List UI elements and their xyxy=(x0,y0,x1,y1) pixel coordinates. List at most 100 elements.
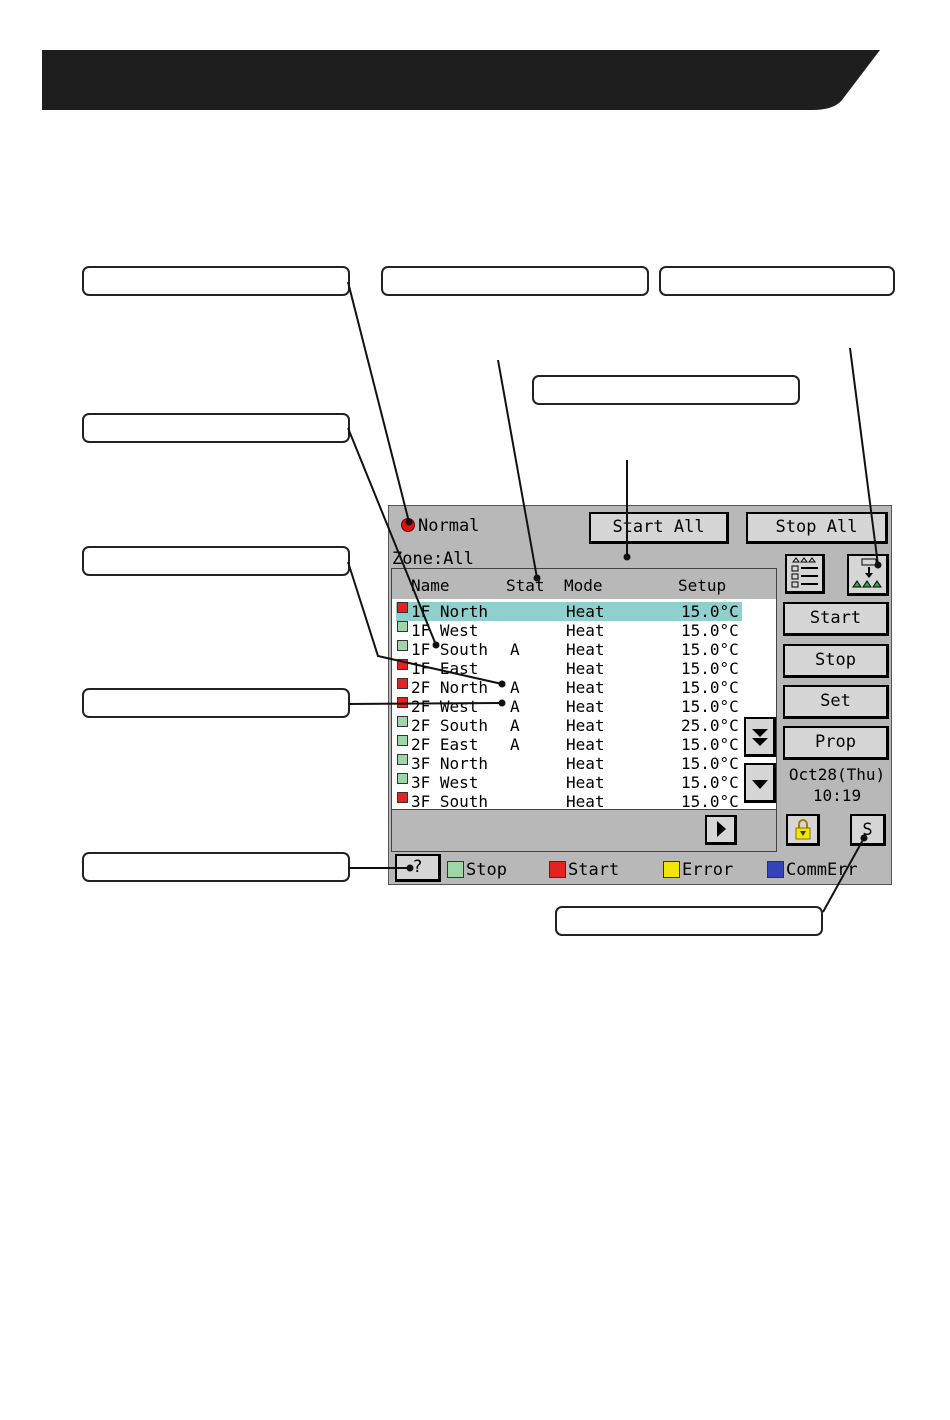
stop-all-button[interactable]: Stop All xyxy=(746,512,888,544)
table-row[interactable]: 2F East A Heat 15.0°C xyxy=(396,735,742,754)
table-row[interactable]: 2F North A Heat 15.0°C xyxy=(396,678,742,697)
callout-help xyxy=(82,852,350,882)
cell-mode: Heat xyxy=(566,792,605,811)
legend-commerr: CommErr xyxy=(767,860,858,880)
cell-stat: A xyxy=(510,678,520,697)
lock-button[interactable] xyxy=(786,814,820,846)
list-header: Name Stat Mode Setup xyxy=(392,569,776,599)
cell-mode: Heat xyxy=(566,602,605,621)
cell-stat: A xyxy=(510,697,520,716)
list-view-icon xyxy=(791,557,818,588)
legend-bar: ? Stop Start Error CommErr xyxy=(389,854,891,884)
stop-swatch xyxy=(447,861,464,878)
legend-start: Start xyxy=(549,860,619,880)
cell-mode: Heat xyxy=(566,678,605,697)
prop-button[interactable]: Prop xyxy=(783,726,889,760)
start-swatch xyxy=(549,861,566,878)
cell-setup: 15.0°C xyxy=(681,773,739,792)
s-button[interactable]: S xyxy=(850,814,886,846)
list-view-button[interactable] xyxy=(785,554,825,594)
cell-name: 3F South xyxy=(411,792,489,811)
unit-state-indicator xyxy=(397,640,408,651)
legend-error: Error xyxy=(663,860,733,880)
cell-mode: Heat xyxy=(566,640,605,659)
unit-state-indicator xyxy=(397,754,408,765)
cell-setup: 15.0°C xyxy=(681,735,739,754)
unit-state-indicator xyxy=(397,678,408,689)
column-mode: Mode xyxy=(564,576,603,595)
cell-setup: 15.0°C xyxy=(681,792,739,811)
unit-state-indicator xyxy=(397,659,408,670)
callout-stat-b xyxy=(82,688,350,718)
column-setup: Setup xyxy=(678,576,727,595)
unit-state-indicator xyxy=(397,735,408,746)
cell-mode: Heat xyxy=(566,754,605,773)
scroll-down-button[interactable] xyxy=(744,763,776,803)
zone-label: Zone:All xyxy=(392,549,474,569)
cell-name: 2F East xyxy=(411,735,479,754)
cell-setup: 15.0°C xyxy=(681,754,739,773)
stop-button[interactable]: Stop xyxy=(783,644,889,678)
help-button[interactable]: ? xyxy=(395,854,441,882)
cell-setup: 25.0°C xyxy=(681,716,739,735)
cell-stat: A xyxy=(510,735,520,754)
lock-icon xyxy=(795,819,810,840)
cell-setup: 15.0°C xyxy=(681,621,739,640)
group-view-icon xyxy=(851,558,882,588)
cell-mode: Heat xyxy=(566,773,605,792)
cell-name: 2F South xyxy=(411,716,489,735)
red-dot-icon xyxy=(401,518,415,532)
callout-zone xyxy=(532,375,800,405)
cell-name: 1F North xyxy=(411,602,489,621)
unit-state-indicator xyxy=(397,716,408,727)
page-down-button[interactable] xyxy=(744,717,776,757)
chevron-down-icon xyxy=(752,780,768,789)
legend-stop: Stop xyxy=(447,860,507,880)
unit-state-indicator xyxy=(397,621,408,632)
commerr-swatch xyxy=(767,861,784,878)
datetime-display: Oct28(Thu) 10:19 xyxy=(782,764,892,806)
cell-mode: Heat xyxy=(566,735,605,754)
start-button[interactable]: Start xyxy=(783,602,889,636)
set-button[interactable]: Set xyxy=(783,685,889,719)
cell-mode: Heat xyxy=(566,621,605,640)
column-stat: Stat xyxy=(506,576,545,595)
cell-mode: Heat xyxy=(566,659,605,678)
double-chevron-down-icon xyxy=(752,729,768,746)
list-footer xyxy=(391,810,777,852)
cell-name: 2F North xyxy=(411,678,489,697)
column-name: Name xyxy=(411,576,450,595)
callout-s-button xyxy=(555,906,823,936)
cell-stat: A xyxy=(510,716,520,735)
unit-state-indicator xyxy=(397,697,408,708)
error-swatch xyxy=(663,861,680,878)
cell-setup: 15.0°C xyxy=(681,678,739,697)
cell-stat: A xyxy=(510,640,520,659)
cell-name: 1F West xyxy=(411,621,479,640)
group-view-button[interactable] xyxy=(847,554,889,596)
cell-name: 1F South xyxy=(411,640,489,659)
table-row[interactable]: 1F South A Heat 15.0°C xyxy=(396,640,742,659)
callout-unit-state xyxy=(82,413,350,443)
time-label: 10:19 xyxy=(812,786,862,805)
unit-state-indicator xyxy=(397,792,408,803)
header-banner xyxy=(42,50,880,110)
table-row[interactable]: 3F South Heat 15.0°C xyxy=(396,792,742,811)
cell-setup: 15.0°C xyxy=(681,697,739,716)
status-label: Normal xyxy=(418,516,480,536)
date-label: Oct28(Thu) xyxy=(788,765,886,784)
cell-name: 2F West xyxy=(411,697,479,716)
cell-setup: 15.0°C xyxy=(681,659,739,678)
start-all-button[interactable]: Start All xyxy=(589,512,729,544)
scroll-right-button[interactable] xyxy=(705,815,737,845)
table-row[interactable]: 1F West Heat 15.0°C xyxy=(396,621,742,640)
cell-setup: 15.0°C xyxy=(681,640,739,659)
callout-view-switch xyxy=(659,266,895,296)
